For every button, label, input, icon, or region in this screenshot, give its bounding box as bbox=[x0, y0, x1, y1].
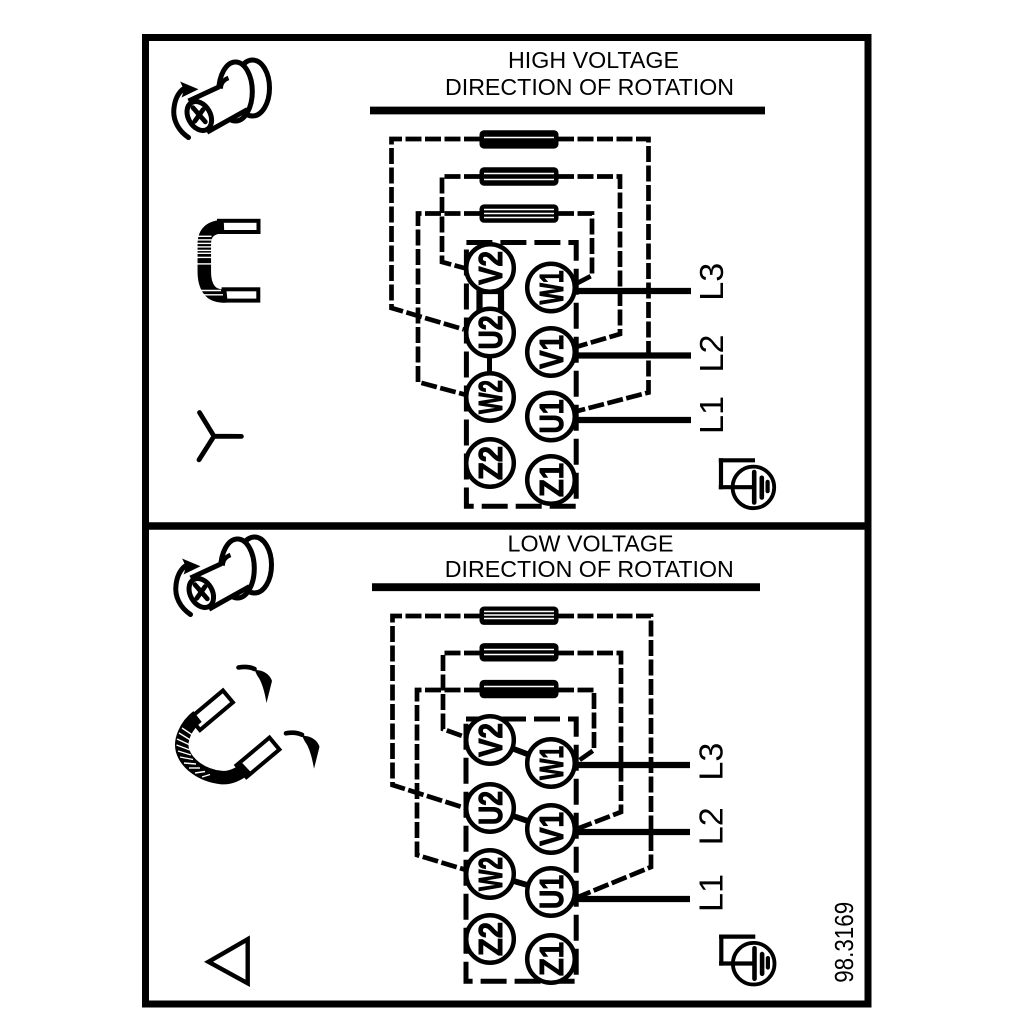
svg-text:V1: V1 bbox=[533, 335, 570, 369]
svg-text:98.3169: 98.3169 bbox=[831, 902, 859, 983]
svg-text:W1: W1 bbox=[533, 746, 570, 780]
svg-text:U2: U2 bbox=[472, 791, 509, 825]
svg-text:U1: U1 bbox=[533, 875, 570, 909]
svg-text:Z2: Z2 bbox=[472, 922, 509, 956]
svg-text:U1: U1 bbox=[533, 400, 570, 434]
svg-text:W1: W1 bbox=[533, 271, 570, 305]
svg-text:V1: V1 bbox=[533, 812, 570, 846]
svg-text:L2: L2 bbox=[693, 335, 730, 373]
svg-text:W2: W2 bbox=[472, 380, 509, 414]
svg-text:L3: L3 bbox=[693, 263, 730, 301]
svg-text:U2: U2 bbox=[472, 316, 509, 350]
svg-text:Z2: Z2 bbox=[472, 446, 509, 480]
svg-text:LOW VOLTAGE: LOW VOLTAGE bbox=[508, 531, 674, 557]
svg-text:Z1: Z1 bbox=[533, 942, 570, 976]
svg-text:L1: L1 bbox=[693, 396, 730, 434]
svg-text:L2: L2 bbox=[693, 807, 730, 845]
svg-text:DIRECTION OF ROTATION: DIRECTION OF ROTATION bbox=[445, 74, 734, 100]
svg-text:L3: L3 bbox=[693, 743, 730, 781]
svg-text:W2: W2 bbox=[472, 857, 509, 891]
svg-text:L1: L1 bbox=[693, 874, 730, 912]
svg-text:DIRECTION OF ROTATION: DIRECTION OF ROTATION bbox=[445, 556, 734, 582]
svg-text:HIGH VOLTAGE: HIGH VOLTAGE bbox=[508, 47, 679, 73]
svg-text:Z1: Z1 bbox=[533, 463, 570, 497]
svg-text:V2: V2 bbox=[472, 251, 509, 285]
svg-text:V2: V2 bbox=[472, 723, 509, 757]
